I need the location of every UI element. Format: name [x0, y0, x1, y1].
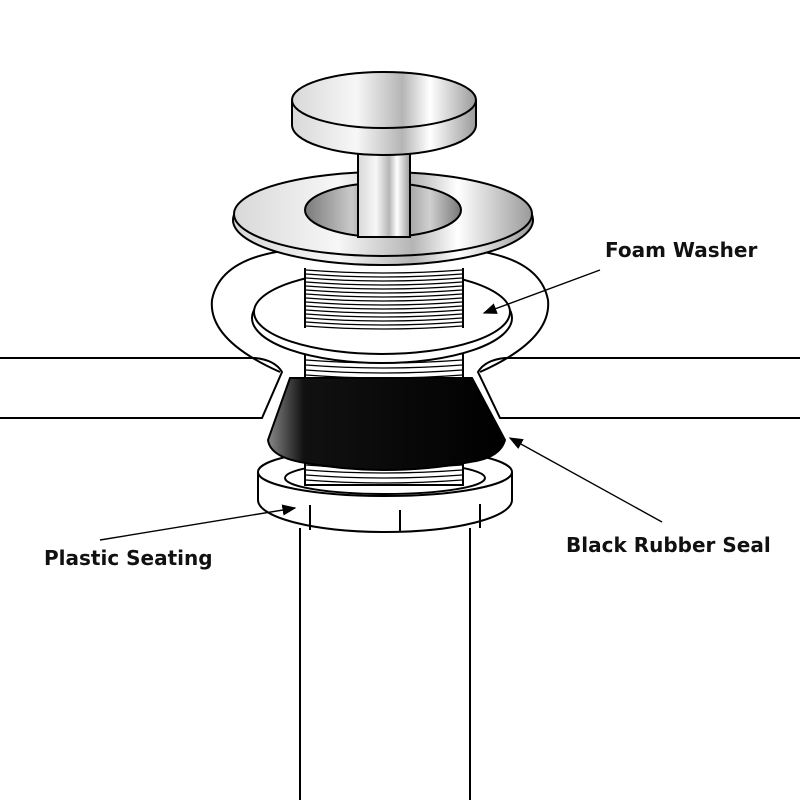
- thread-line: [305, 325, 463, 330]
- label-plastic-seating: Plastic Seating: [44, 546, 213, 570]
- thread-line: [305, 309, 463, 314]
- thread-line: [305, 313, 463, 318]
- chrome-flange: [232, 171, 534, 266]
- thread-line: [305, 364, 463, 369]
- black-rubber-seal: [266, 377, 507, 471]
- label-foam-washer: Foam Washer: [605, 238, 758, 262]
- thread-line: [305, 479, 463, 484]
- foam-washer-arrow: [482, 269, 601, 314]
- sink-flange-ring: [210, 249, 550, 373]
- thread-line: [305, 285, 463, 290]
- plug-stem: [357, 144, 411, 238]
- thread-line: [305, 369, 463, 374]
- plastic-seating-arrow: [99, 504, 297, 541]
- thread-line: [305, 469, 463, 474]
- thread-line: [305, 305, 463, 310]
- thread-line: [305, 297, 463, 302]
- plug-cap: [291, 71, 477, 156]
- tail-pipe: [299, 528, 471, 800]
- thread-line: [305, 281, 463, 286]
- thread-line: [305, 317, 463, 322]
- thread-line: [305, 321, 463, 326]
- thread-line: [305, 474, 463, 479]
- thread-line: [305, 293, 463, 298]
- thread-line: [305, 277, 463, 282]
- rubber-seal-arrow: [508, 437, 663, 523]
- thread-line: [305, 269, 463, 274]
- thread-line: [305, 289, 463, 294]
- thread-line: [305, 301, 463, 306]
- sink-basin: [0, 357, 800, 419]
- foam-washer: [251, 268, 513, 364]
- thread-line: [305, 273, 463, 278]
- label-black-rubber-seal: Black Rubber Seal: [566, 533, 771, 557]
- leader-lines: [99, 269, 663, 541]
